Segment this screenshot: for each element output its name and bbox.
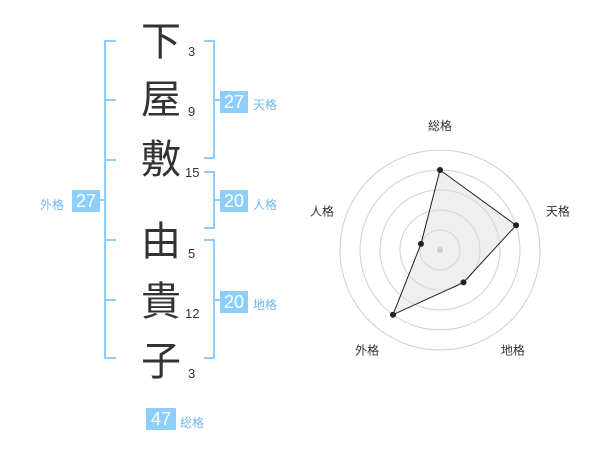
- radar-point: [389, 311, 396, 318]
- radar-points: [389, 167, 520, 318]
- surname-char-3: 敷: [141, 137, 181, 183]
- jinkaku-label: 人格: [253, 198, 278, 212]
- given-strokes-3: 3: [188, 366, 196, 381]
- radar-center-dot: [437, 247, 443, 253]
- given-char-2: 貴: [141, 279, 181, 325]
- given-char-1: 由: [141, 219, 181, 265]
- radar-point: [460, 279, 467, 286]
- radar-ring: [419, 229, 461, 271]
- radar-ring: [399, 209, 481, 291]
- jinkaku-bracket: [204, 171, 215, 229]
- tenkaku-label: 天格: [253, 98, 278, 112]
- radar-label-soukaku: 総格: [428, 118, 452, 133]
- jinkaku-value: 20: [220, 190, 248, 212]
- given-char-3: 子: [141, 339, 181, 385]
- radar-label-gaikaku: 外格: [355, 342, 379, 357]
- gaikaku-value: 27: [72, 190, 100, 212]
- tenkaku-value: 27: [220, 91, 248, 113]
- surname-strokes-3: 15: [185, 165, 200, 180]
- gaikaku-bracket: [104, 40, 116, 359]
- radar-chart: 総格 天格 地格 外格 人格: [310, 118, 570, 357]
- surname-strokes-1: 3: [188, 44, 196, 59]
- given-strokes-1: 5: [188, 246, 196, 261]
- soukaku-value: 47: [146, 408, 176, 430]
- chikaku-bracket: [204, 239, 215, 359]
- radar-point: [437, 167, 443, 173]
- chikaku-value: 20: [220, 291, 248, 313]
- surname-strokes-2: 9: [188, 104, 196, 119]
- radar-label-jinkaku: 人格: [310, 204, 334, 219]
- radar-label-tenkaku: 天格: [546, 204, 570, 219]
- given-strokes-2: 12: [185, 306, 200, 321]
- radar-label-chikaku: 地格: [501, 342, 525, 357]
- chikaku-label: 地格: [253, 298, 278, 312]
- radar-polygon: [392, 169, 517, 316]
- surname-char-2: 屋: [141, 77, 181, 123]
- gaikaku-label: 外格: [40, 198, 65, 212]
- radar-ring: [379, 189, 501, 311]
- tenkaku-bracket: [204, 40, 215, 159]
- soukaku-label: 総格: [180, 416, 205, 430]
- radar-point: [513, 222, 520, 229]
- radar-point: [417, 240, 424, 247]
- surname-char-1: 下: [141, 19, 181, 65]
- radar-ring: [339, 149, 541, 351]
